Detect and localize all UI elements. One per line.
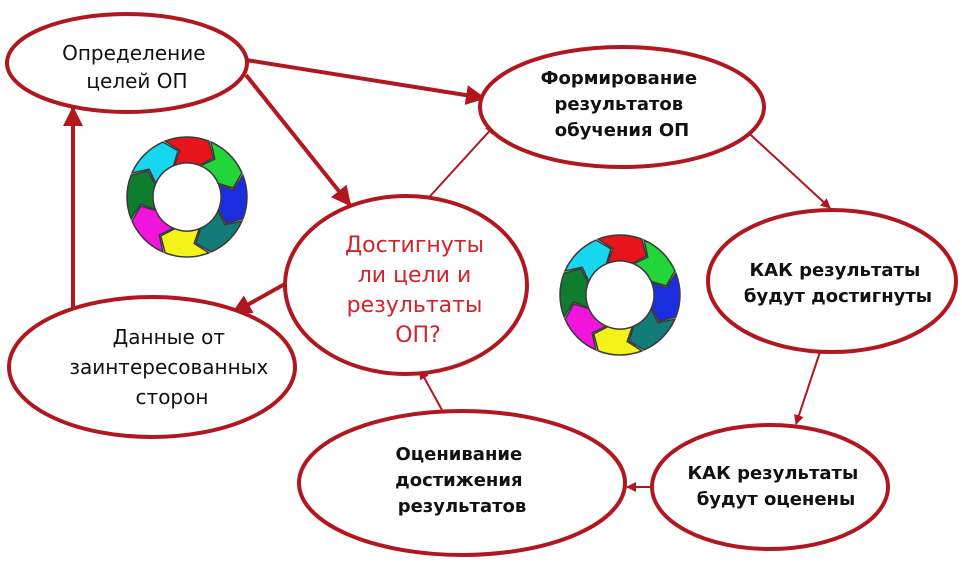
node-stakeholder-data-line-3: сторон [136,385,209,409]
node-center-question-line-2: ли цели и [358,263,472,288]
node-define-goals-outline [5,12,249,114]
arrow-goals-to-formation [245,58,486,106]
arrow-goals-to-center [244,73,352,207]
node-assess-achievement-line-2: достижения [395,470,522,491]
node-form-results-text: Формирование результатов обучения ОП [541,68,704,141]
node-form-results: Формирование результатов обучения ОП [478,45,766,169]
node-how-assessed-line-1: КАК результаты [687,463,858,484]
node-define-goals-line-2: целей ОП [86,69,187,93]
cycle-arrow-segment [159,227,211,258]
node-how-achieved-text: КАК результаты будут достигнуты [744,260,932,307]
node-define-goals: Определение целей ОП [5,12,249,114]
cycle-arrow-segment [650,271,681,323]
cycle-arrow-segment [198,140,243,189]
cycle-arrow-segment [596,234,648,265]
node-assess-achievement-text: Оценивание достижения результатов [395,444,529,517]
node-form-results-outline [478,45,766,169]
node-form-results-line-1: Формирование [541,68,697,89]
node-define-goals-line-1: Определение [62,41,205,65]
node-how-assessed-text: КАК результаты будут оценены [687,463,864,510]
node-stakeholder-data: Данные от заинтересованных сторон [7,295,297,439]
node-stakeholder-data-text: Данные от заинтересованных сторон [69,325,274,409]
cycle-arrow-segment [131,205,176,254]
arrow-how-achieved-to-how-assessed [794,351,821,425]
cycle-arrow-segment [628,306,677,351]
cycle-arrow-segment [126,169,157,221]
cycle-arrow-segment [563,239,612,284]
node-assess-achievement: Оценивание достижения результатов [297,409,627,557]
node-center-question-outline [283,194,529,376]
node-center-question-line-1: Достигнуты [345,233,484,258]
cycle-arrow-segment [559,267,590,319]
arrow-center-to-formation [421,124,496,206]
cycle-arrow-segment [592,325,644,356]
node-center-question-line-3: результаты [347,293,483,318]
node-how-assessed: КАК результаты будут оценены [650,423,890,551]
cycle-arrow-segment [564,303,609,352]
node-how-achieved-outline [706,208,958,354]
node-center-question: Достигнуты ли цели и результаты ОП? [283,194,529,376]
cycle-arrow-segment [195,208,244,253]
node-how-assessed-outline [650,423,890,551]
node-center-question-text: Достигнуты ли цели и результаты ОП? [345,233,491,348]
node-form-results-line-3: обучения ОП [555,120,689,141]
node-how-achieved: КАК результаты будут достигнуты [706,208,958,354]
node-stakeholder-data-line-1: Данные от [113,325,226,349]
cycle-arrow-segment [217,173,248,225]
node-form-results-line-2: результатов [555,94,684,115]
cycle-arrow-segment [631,238,676,287]
node-stakeholder-data-line-2: заинтересованных [69,355,268,379]
cycle-arrow-segment [130,141,179,186]
node-how-achieved-line-2: будут достигнуты [744,286,932,307]
node-center-question-line-4: ОП? [395,323,441,348]
cycle-arrows-icon [559,234,681,356]
arrow-assessment-to-center [419,369,443,411]
node-assess-achievement-outline [297,409,627,557]
node-assess-achievement-line-1: Оценивание [396,444,523,465]
arrow-center-to-stakeholders [231,278,293,315]
node-how-achieved-line-1: КАК результаты [749,260,920,281]
arrow-formation-to-how-achieved [739,124,831,209]
node-assess-achievement-line-3: результатов [398,496,527,517]
node-stakeholder-data-outline [7,295,297,439]
cycle-arrow-segment [163,136,215,167]
node-define-goals-text: Определение целей ОП [62,41,212,93]
node-how-assessed-line-2: будут оценены [697,489,856,510]
cycle-arrows-icon [126,136,248,258]
